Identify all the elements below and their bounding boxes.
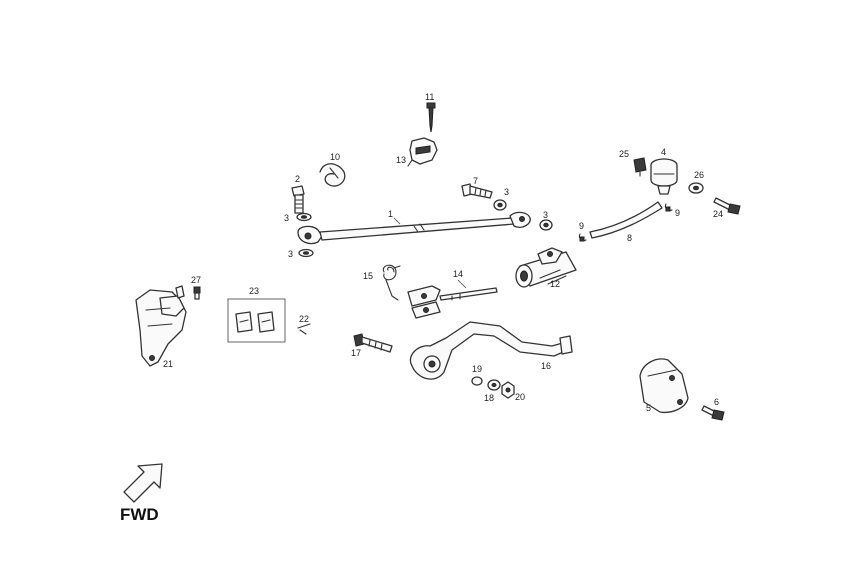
part-27-bleed-screw (193, 286, 201, 300)
callout-5: 5 (646, 403, 651, 413)
part-3-washer-mid-upper-hole (497, 202, 503, 208)
part-6-screw (701, 405, 725, 421)
part-10-clip (319, 163, 346, 187)
part-19-washer (471, 376, 483, 386)
part-18-washer-hole (491, 382, 497, 388)
part-3-washer-mid-lower-hole (543, 222, 549, 228)
callout-12: 12 (550, 279, 560, 289)
callout-23: 23 (249, 286, 259, 296)
callout-24: 24 (713, 209, 723, 219)
callout-11: 11 (425, 92, 434, 102)
callout-3-mid-upper: 3 (504, 187, 509, 197)
leader-14 (457, 279, 467, 289)
callout-25: 25 (619, 149, 629, 159)
callout-21: 21 (163, 359, 173, 369)
forward-arrow-icon (123, 463, 163, 503)
callout-15: 15 (363, 271, 373, 281)
part-12-master-cylinder (515, 247, 577, 288)
part-9-clip-upper (664, 203, 673, 212)
callout-19: 19 (472, 364, 482, 374)
callout-14: 14 (453, 269, 463, 279)
leader-1 (393, 217, 401, 225)
part-25-reservoir-clamp (633, 157, 647, 177)
part-3-washer-lower-hole (303, 251, 309, 255)
callout-9-lower: 9 (579, 221, 584, 231)
callout-6: 6 (714, 397, 719, 407)
callout-3-mid-lower: 3 (543, 210, 548, 220)
callout-9-upper: 9 (675, 208, 680, 218)
part-8-hose (589, 201, 663, 239)
part-26-washer-hole (693, 185, 699, 191)
callout-17: 17 (351, 348, 361, 358)
part-24-screw (713, 197, 741, 215)
part-5-cover (639, 358, 689, 414)
callout-4: 4 (661, 147, 666, 157)
part-17-bolt (353, 333, 393, 353)
part-14-actuating-rod (407, 285, 498, 319)
callout-18: 18 (484, 393, 494, 403)
callout-13: 13 (396, 155, 406, 165)
callout-3-lower-left: 3 (288, 249, 293, 259)
callout-27: 27 (191, 275, 201, 285)
callout-3-upper-left: 3 (284, 213, 289, 223)
forward-direction-label: FWD (120, 505, 159, 524)
part-1-brake-pipe (297, 211, 531, 245)
callout-1: 1 (388, 209, 393, 219)
part-7-bolt (461, 183, 493, 199)
callout-7: 7 (473, 176, 478, 186)
callout-8: 8 (627, 233, 632, 243)
part-15-spring (382, 264, 401, 301)
part-22-pad-pin (297, 323, 311, 335)
part-21-brake-caliper (135, 285, 187, 367)
callout-10: 10 (330, 152, 340, 162)
part-13-clamp (407, 137, 438, 167)
part-11-screw (426, 102, 436, 133)
part-3-washer-upper-hole (301, 215, 307, 219)
part-16-brake-pedal (409, 321, 573, 380)
part-20-nut-hole (505, 387, 511, 393)
callout-16: 16 (541, 361, 551, 371)
callout-26: 26 (694, 170, 704, 180)
callout-20: 20 (515, 392, 525, 402)
callout-2: 2 (295, 174, 300, 184)
part-9-clip-lower (578, 233, 587, 242)
part-4-fluid-reservoir (650, 158, 678, 195)
part-23-brake-pads (227, 298, 286, 343)
callout-22: 22 (299, 314, 309, 324)
part-2-bolt (291, 185, 305, 214)
